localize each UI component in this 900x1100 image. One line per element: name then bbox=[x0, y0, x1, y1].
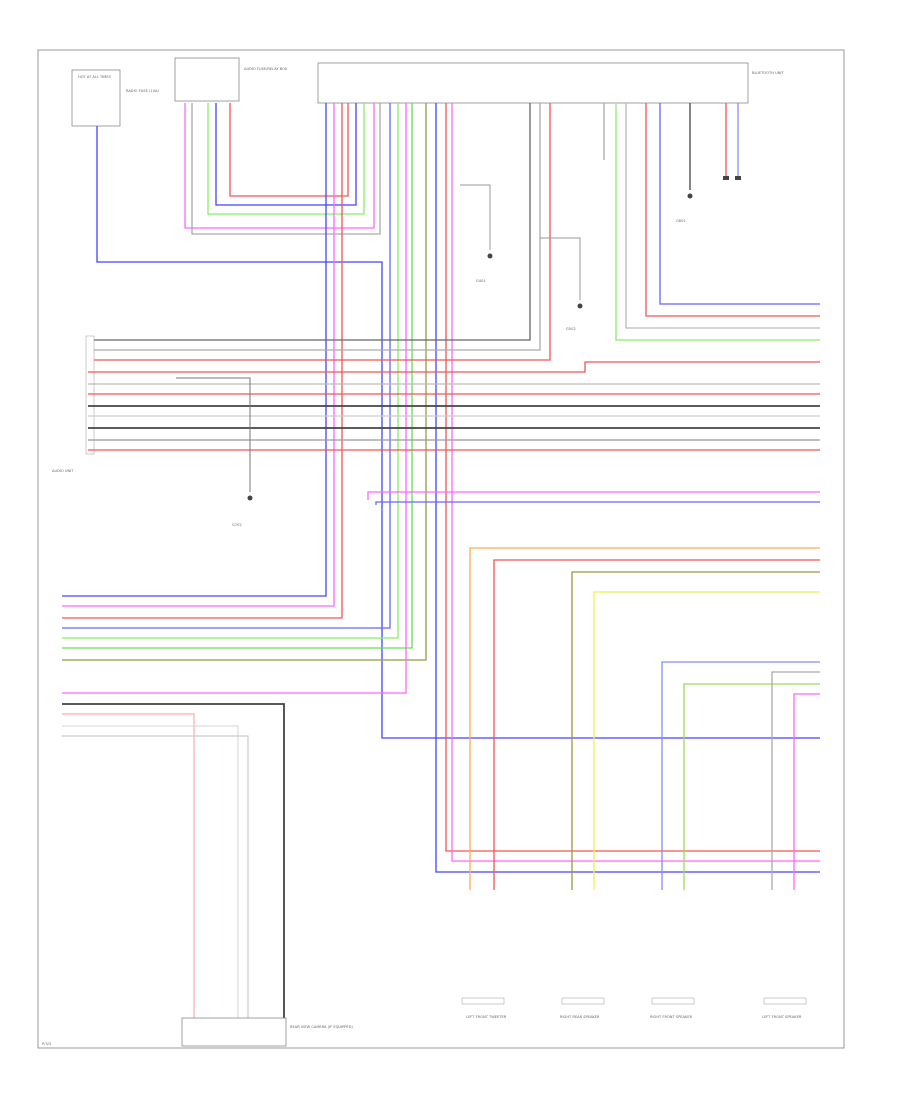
wire-af-blue bbox=[215, 103, 357, 206]
wire-bt-black-1 bbox=[88, 103, 531, 341]
run-pink-mid bbox=[367, 491, 820, 500]
wire-af-green bbox=[207, 103, 365, 215]
run-green-4 bbox=[683, 683, 820, 890]
wire-bt-blue-3 bbox=[435, 103, 820, 873]
ground-icon bbox=[687, 193, 693, 199]
ground-4-label: G702 bbox=[232, 523, 242, 527]
fuse-box-small bbox=[71, 69, 121, 127]
run-yellow-1 bbox=[593, 591, 820, 890]
run-olive-2 bbox=[571, 571, 820, 890]
bluetooth-unit-label: BLUETOOTH UNIT bbox=[752, 71, 784, 75]
wire-bt-pink-3 bbox=[451, 103, 820, 862]
connector-pins bbox=[85, 335, 95, 455]
wire-bt-red-1 bbox=[62, 103, 343, 619]
speakers: LEFT FRONT TWEETER RIGHT REAR SPEAKER RI… bbox=[461, 997, 807, 1019]
wire-bt-blue-4 bbox=[659, 103, 820, 305]
speaker-icon bbox=[461, 997, 505, 1005]
wire-bt-green-1 bbox=[62, 103, 399, 639]
run-blue-mid bbox=[375, 501, 820, 505]
fuse-block-note: RADIO FUSE (10A) bbox=[126, 89, 159, 93]
speaker-left-front-tweeter: LEFT FRONT TWEETER bbox=[461, 997, 507, 1019]
audio-fuse-box bbox=[174, 57, 240, 102]
run-pink-5 bbox=[793, 693, 820, 890]
ground-icon bbox=[577, 303, 583, 309]
run-orange-1 bbox=[469, 547, 820, 890]
horizontal-runs bbox=[88, 361, 820, 890]
wire-af-gray bbox=[191, 103, 381, 235]
wire-af-pink bbox=[184, 103, 375, 229]
diagram-frame bbox=[37, 49, 845, 1049]
wire-bt-pink-1 bbox=[62, 103, 335, 607]
branch-wire-1 bbox=[460, 184, 491, 250]
wire-bt-red-4 bbox=[645, 103, 820, 317]
speaker-1-label: LEFT FRONT TWEETER bbox=[466, 1015, 507, 1019]
ground-3-label: G601 bbox=[676, 219, 686, 223]
branch-wire-2 bbox=[540, 237, 581, 300]
wire-bt-blue-1 bbox=[62, 103, 327, 597]
audio-unit-label: AUDIO UNIT bbox=[52, 469, 74, 473]
speaker-2-label: RIGHT REAR SPEAKER bbox=[560, 1015, 600, 1019]
bluetooth-unit-box bbox=[317, 62, 749, 104]
wire-bt-green-2 bbox=[62, 103, 413, 649]
harness-black bbox=[62, 703, 285, 1020]
rear-camera-harness bbox=[62, 703, 285, 1020]
wire-fuse-blue bbox=[96, 126, 820, 739]
ground-1-label: G401 bbox=[476, 279, 486, 283]
speaker-right-front: RIGHT FRONT SPEAKER bbox=[650, 997, 695, 1019]
speaker-icon bbox=[651, 997, 695, 1005]
wire-bt-pink-2 bbox=[62, 103, 407, 694]
wire-bt-red-2 bbox=[445, 103, 820, 852]
speaker-icon bbox=[763, 997, 807, 1005]
audio-fuse-box-label: AUDIO FUSE/RELAY BOX bbox=[244, 67, 288, 71]
run-violet-2 bbox=[661, 661, 820, 890]
ground-icon bbox=[487, 253, 493, 259]
hot-at-all-times-label: HOT AT ALL TIMES bbox=[78, 75, 112, 79]
top-wires bbox=[62, 103, 820, 873]
rear-camera-label: REAR VIEW CAMERA (IF EQUIPPED) bbox=[290, 1025, 353, 1029]
ground-symbols bbox=[247, 176, 741, 501]
harness-gray bbox=[62, 735, 249, 1020]
wire-bt-green-3 bbox=[615, 103, 820, 341]
top-components: HOT AT ALL TIMES RADIO FUSE (10A) AUDIO … bbox=[71, 57, 784, 127]
harness-pink bbox=[62, 713, 195, 1020]
speaker-3-label: RIGHT FRONT SPEAKER bbox=[650, 1015, 693, 1019]
branch-components bbox=[176, 184, 581, 492]
rear-camera-box bbox=[181, 1017, 287, 1047]
ground-icon bbox=[247, 495, 253, 501]
wire-bt-red-3 bbox=[88, 103, 551, 361]
speaker-left-front: LEFT FRONT SPEAKER bbox=[762, 997, 807, 1019]
wire-af-red bbox=[229, 103, 349, 197]
run-gray-4 bbox=[771, 671, 820, 890]
page-number: P/3/3 bbox=[42, 1042, 51, 1046]
wire-bt-gray-3 bbox=[625, 103, 820, 329]
wire-bt-gray-1 bbox=[88, 103, 541, 351]
branch-wire-3 bbox=[176, 377, 251, 492]
ground-icon bbox=[735, 176, 741, 180]
run-red-1 bbox=[88, 361, 820, 373]
ground-2-label: G502 bbox=[566, 327, 576, 331]
harness-lightgray bbox=[62, 725, 239, 1020]
ground-icon bbox=[723, 176, 729, 180]
speaker-icon bbox=[561, 997, 605, 1005]
run-red-4 bbox=[493, 559, 820, 890]
left-connector: AUDIO UNIT bbox=[52, 335, 95, 473]
wire-bt-olive-1 bbox=[62, 103, 427, 661]
wire-bt-blue-2 bbox=[62, 103, 391, 629]
speaker-right-rear: RIGHT REAR SPEAKER bbox=[560, 997, 605, 1019]
speaker-4-label: LEFT FRONT SPEAKER bbox=[762, 1015, 802, 1019]
